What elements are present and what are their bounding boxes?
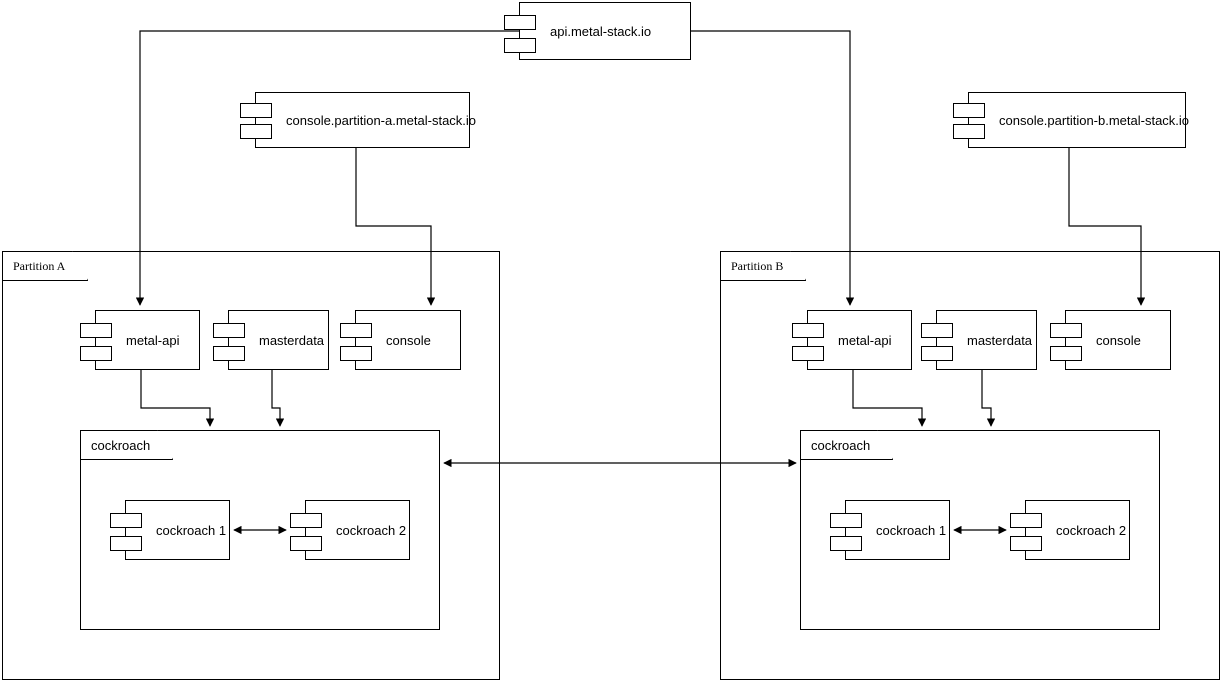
cockroach-cluster-label: cockroach [91, 437, 151, 453]
uml-component-tab-icon [953, 124, 985, 139]
component-partition-a-console[interactable]: console [340, 310, 461, 370]
uml-component-tab-icon [504, 15, 536, 30]
component-label: console.partition-b.metal-stack.io [999, 112, 1190, 128]
uml-component-tab-icon [792, 346, 824, 361]
uml-component-tab-icon [110, 513, 142, 528]
uml-component-tab-icon [290, 536, 322, 551]
component-label: cockroach 2 [1056, 522, 1127, 538]
uml-component-tab-icon [80, 346, 112, 361]
uml-component-tab-icon [953, 103, 985, 118]
partition-a-frame[interactable]: Partition A [2, 251, 500, 680]
component-label: metal-api [838, 332, 892, 348]
component-label: console [386, 332, 431, 348]
cockroach-cluster-label: cockroach [811, 437, 871, 453]
component-label: masterdata [967, 332, 1033, 348]
component-label: metal-api [126, 332, 180, 348]
uml-component-tab-icon [1010, 536, 1042, 551]
component-label: cockroach 2 [336, 522, 407, 538]
uml-component-tab-icon [213, 323, 245, 338]
uml-component-tab-icon [921, 346, 953, 361]
partition-a-label: Partition A [13, 258, 66, 273]
uml-component-tab-icon [921, 323, 953, 338]
component-label: api.metal-stack.io [550, 23, 652, 39]
uml-component-tab-icon [240, 103, 272, 118]
component-label: cockroach 1 [156, 522, 227, 538]
component-partition-a-masterdata[interactable]: masterdata [213, 310, 329, 370]
component-label: masterdata [259, 332, 325, 348]
uml-component-tab-icon [213, 346, 245, 361]
component-console-partition-b-metal-stack-io[interactable]: console.partition-b.metal-stack.io [953, 92, 1190, 148]
uml-component-tab-icon [1010, 513, 1042, 528]
uml-component-tab-icon [80, 323, 112, 338]
uml-component-tab-icon [504, 38, 536, 53]
component-partition-b-masterdata[interactable]: masterdata [921, 310, 1037, 370]
uml-component-tab-icon [792, 323, 824, 338]
component-partition-b-metal-api[interactable]: metal-api [792, 310, 912, 370]
component-partition-b-cockroach-1[interactable]: cockroach 1 [830, 500, 950, 560]
component-partition-b-console[interactable]: console [1050, 310, 1171, 370]
uml-component-tab-icon [1050, 323, 1082, 338]
uml-component-tab-icon [290, 513, 322, 528]
component-label: console.partition-a.metal-stack.io [286, 112, 477, 128]
partition-a-cockroach-cluster[interactable]: cockroach [80, 430, 440, 630]
uml-component-tab-icon [1050, 346, 1082, 361]
component-partition-a-cockroach-2[interactable]: cockroach 2 [290, 500, 410, 560]
component-partition-a-metal-api[interactable]: metal-api [80, 310, 200, 370]
component-partition-a-cockroach-1[interactable]: cockroach 1 [110, 500, 230, 560]
uml-component-tab-icon [240, 124, 272, 139]
component-api-metal-stack-io[interactable]: api.metal-stack.io [504, 2, 691, 60]
uml-component-tab-icon [830, 536, 862, 551]
uml-component-tab-icon [340, 346, 372, 361]
partition-b-label: Partition B [731, 258, 784, 273]
component-label: cockroach 1 [876, 522, 947, 538]
component-partition-b-cockroach-2[interactable]: cockroach 2 [1010, 500, 1130, 560]
partition-b-frame[interactable]: Partition B [720, 251, 1220, 680]
uml-component-tab-icon [830, 513, 862, 528]
partition-b-cockroach-cluster[interactable]: cockroach [800, 430, 1160, 630]
component-console-partition-a-metal-stack-io[interactable]: console.partition-a.metal-stack.io [240, 92, 476, 148]
uml-component-tab-icon [110, 536, 142, 551]
cockroach-cluster-label-tab: cockroach [800, 430, 893, 460]
uml-component-tab-icon [340, 323, 372, 338]
partition-b-label-tab: Partition B [720, 251, 806, 281]
cockroach-cluster-label-tab: cockroach [80, 430, 173, 460]
component-label: console [1096, 332, 1141, 348]
partition-a-label-tab: Partition A [2, 251, 88, 281]
